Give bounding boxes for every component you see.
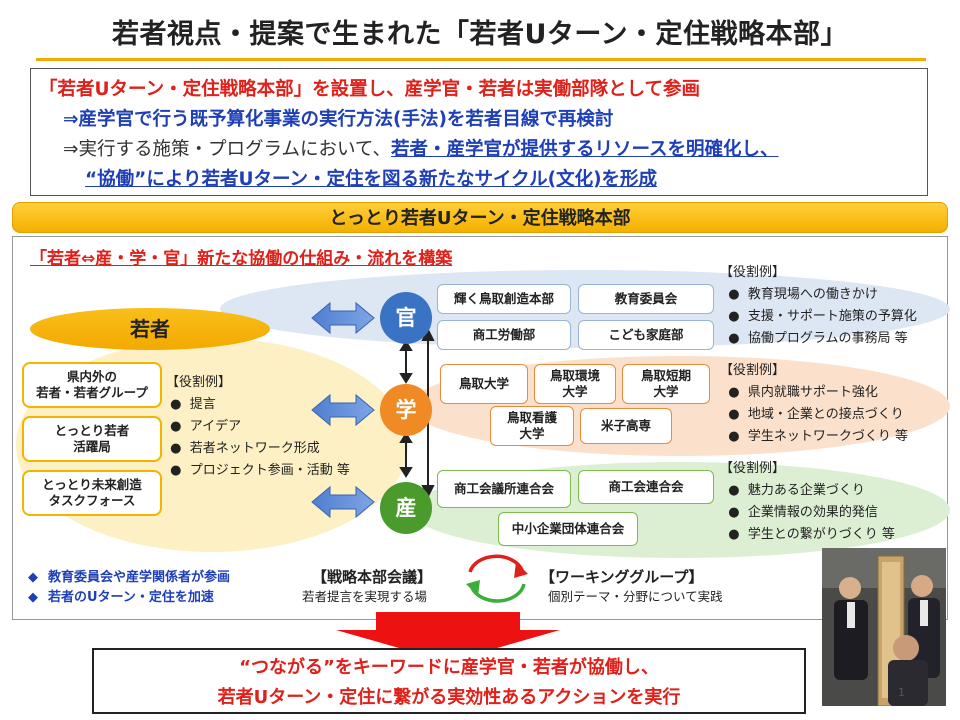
intro-line-1: 「若者Uターン・定住戦略本部」を設置し、産学官・若者は実働部隊として参画 [39, 79, 701, 100]
gaku-role-header: 【役割例】 [720, 363, 786, 378]
note-1: ◆教育委員会や産学関係者が参画 [28, 570, 231, 585]
youth-label: 若者 [30, 308, 270, 350]
org-kagayaku-tottori: 輝く鳥取創造本部 [437, 284, 571, 314]
diamond-icon: ◆ [28, 590, 38, 605]
org-shokokai: 商工会連合会 [578, 470, 714, 504]
youth-role-item: ● 提言 [166, 397, 216, 412]
gaku-role-item: ● 地域・企業との接点づくり [720, 407, 904, 422]
double-arrow-kan [311, 301, 375, 335]
org-kyoiku-iinkai: 教育委員会 [578, 284, 714, 314]
strategy-meeting-subtitle: 若者提言を実現する場 [302, 589, 428, 604]
kan-role-item: ● 支援・サポート施策の予算化 [720, 309, 917, 324]
san-circle: 産 [380, 482, 432, 534]
org-shoko-rodo: 商工労働部 [437, 320, 571, 350]
org-kodomo-katei: こども家庭部 [578, 320, 714, 350]
kan-role-header: 【役割例】 [720, 265, 786, 280]
working-group-subtitle: 個別テーマ・分野について実践 [548, 589, 723, 604]
kan-role-item: ● 教育現場への働きかけ [720, 287, 878, 302]
org-tottori-univ: 鳥取大学 [440, 364, 528, 404]
youth-role-item: ● 若者ネットワーク形成 [166, 441, 320, 456]
org-yonago-kosen: 米子高専 [580, 408, 672, 444]
san-role-item: ● 企業情報の効果的発信 [720, 505, 878, 520]
gaku-role-item: ● 学生ネットワークづくり 等 [720, 429, 909, 444]
big-down-arrow [336, 612, 560, 662]
working-group-title: 【ワーキンググループ】 [540, 568, 704, 586]
result-box: “つながる”をキーワードに産学官・若者が協働し、 若者Uターン・定住に繋がる実効… [92, 648, 806, 714]
san-role-item: ● 魅力ある企業づくり [720, 483, 865, 498]
result-line-1: “つながる”をキーワードに産学官・若者が協働し、 [239, 657, 659, 678]
youth-roles: 【役割例】 ● 提言 ● アイデア ● 若者ネットワーク形成 ● プロジェクト参… [166, 372, 350, 482]
intro-line-2: ⇒産学官で行う既予算化事業の実行方法(手法)を若者目線で再検討 [63, 109, 614, 130]
title-underline [36, 58, 926, 61]
gaku-roles: 【役割例】 ● 県内就職サポート強化 ● 地域・企業との接点づくり ● 学生ネッ… [720, 360, 908, 448]
youth-group-katsuyakukyoku: とっとり若者 活躍局 [22, 416, 162, 462]
kan-roles: 【役割例】 ● 教育現場への働きかけ ● 支援・サポート施策の予算化 ● 協働プ… [720, 262, 917, 350]
org-tottori-kango-univ: 鳥取看護 大学 [490, 406, 574, 446]
san-role-item: ● 学生との繋がりづくり 等 [720, 527, 895, 542]
kan-circle: 官 [380, 292, 432, 344]
org-shokokaigisho: 商工会議所連合会 [437, 470, 571, 508]
page-title: 若者視点・提案で生まれた「若者Uターン・定住戦略本部」 [111, 19, 849, 50]
san-role-header: 【役割例】 [720, 461, 786, 476]
org-chushokigyo: 中小企業団体連合会 [498, 512, 638, 546]
collaboration-heading: 「若者⇔産・学・官」新たな協働の仕組み・流れを構築 [30, 249, 453, 269]
hq-band: とっとり若者Uターン・定住戦略本部 [12, 202, 948, 233]
youth-group-taskforce: とっとり未来創造 タスクフォース [22, 470, 162, 516]
intro-line-3-emphasis: 若者・産学官が提供するリソースを明確化し、 [390, 139, 779, 160]
double-arrow-gaku [311, 393, 375, 427]
intro-line-4: “協働”により若者Uターン・定住を図る新たなサイクル(文化)を形成 [85, 169, 658, 190]
gaku-circle: 学 [380, 384, 432, 436]
youth-role-item: ● アイデア [166, 419, 242, 434]
org-tottori-kankyo-univ: 鳥取環境 大学 [534, 364, 616, 404]
org-tottori-tanki-univ: 鳥取短期 大学 [622, 364, 710, 404]
cycle-arrows [466, 554, 528, 603]
youth-role-item: ● プロジェクト参画・活動 等 [166, 463, 350, 478]
youth-role-header: 【役割例】 [166, 375, 232, 390]
kan-role-item: ● 協働プログラムの事務局 等 [720, 331, 908, 346]
intro-box: 「若者Uターン・定住戦略本部」を設置し、産学官・若者は実働部隊として参画 ⇒産学… [30, 68, 928, 196]
diamond-icon: ◆ [28, 570, 38, 585]
photo-illustration [822, 548, 946, 706]
gaku-role-item: ● 県内就職サポート強化 [720, 385, 878, 400]
page-number: 1 [898, 686, 905, 699]
youth-group-external: 県内外の 若者・若者グループ [22, 362, 162, 408]
signboard-photo [822, 548, 946, 706]
result-line-2: 若者Uターン・定住に繋がる実効性あるアクションを実行 [217, 687, 681, 708]
san-roles: 【役割例】 ● 魅力ある企業づくり ● 企業情報の効果的発信 ● 学生との繋がり… [720, 458, 895, 546]
strategy-meeting-title: 【戦略本部会議】 [312, 568, 433, 586]
intro-line-3: ⇒実行する施策・プログラムにおいて、若者・産学官が提供するリソースを明確化し、 [63, 135, 779, 161]
note-2: ◆若者のUターン・定住を加速 [28, 590, 214, 605]
intro-line-3-lead: ⇒実行する施策・プログラムにおいて、 [63, 139, 391, 160]
double-arrow-san [311, 485, 375, 519]
